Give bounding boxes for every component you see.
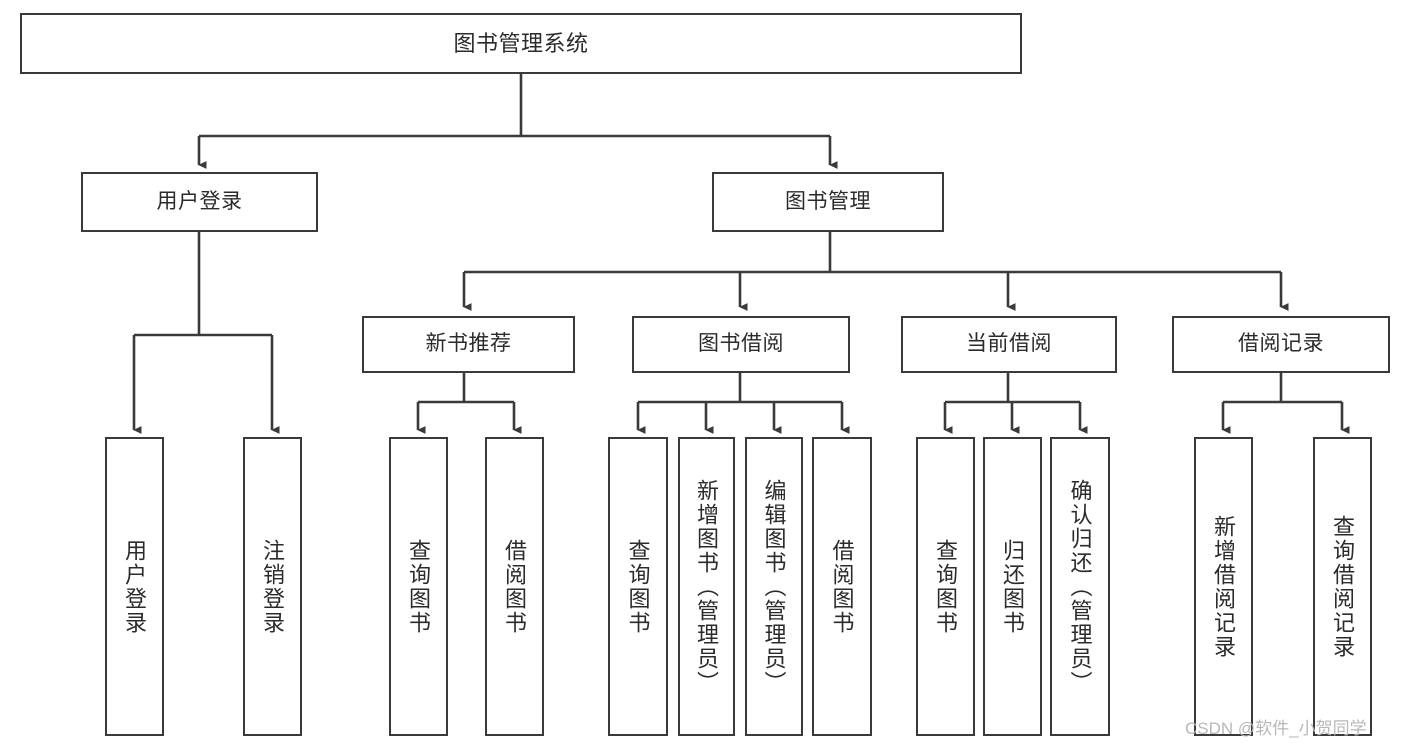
- node-leaf-user-login[interactable]: 用户登录: [105, 437, 164, 736]
- node-label: 图书管理系统: [453, 30, 589, 56]
- node-leaf-edit-book-admin[interactable]: 编辑图书（管理员）: [745, 437, 803, 736]
- node-label: 查询图书: [933, 538, 959, 635]
- node-label: 借阅图书: [502, 538, 528, 635]
- node-leaf-query-book-recommend[interactable]: 查询图书: [389, 437, 448, 736]
- watermark-text: CSDN @软件_小贺同学: [1185, 719, 1367, 738]
- node-new-book-recommend[interactable]: 新书推荐: [362, 316, 575, 373]
- node-label: 确认归还（管理员）: [1067, 478, 1093, 695]
- node-current-borrow[interactable]: 当前借阅: [901, 316, 1117, 373]
- node-root-library-system[interactable]: 图书管理系统: [20, 13, 1022, 74]
- node-leaf-add-borrow-record[interactable]: 新增借阅记录: [1194, 437, 1253, 736]
- node-label: 注销登录: [260, 538, 286, 635]
- node-label: 查询借阅记录: [1330, 514, 1356, 659]
- node-book-borrow[interactable]: 图书借阅: [632, 316, 850, 373]
- node-label: 图书借阅: [698, 332, 784, 356]
- node-label: 新书推荐: [425, 332, 512, 356]
- node-label: 查询图书: [625, 538, 651, 635]
- node-user-login[interactable]: 用户登录: [81, 172, 318, 232]
- node-leaf-confirm-return-admin[interactable]: 确认归还（管理员）: [1050, 437, 1110, 736]
- node-label: 归还图书: [1000, 538, 1026, 635]
- node-leaf-query-borrow-record[interactable]: 查询借阅记录: [1313, 437, 1372, 736]
- node-label: 图书管理: [785, 189, 871, 213]
- node-book-management[interactable]: 图书管理: [712, 172, 944, 232]
- node-label: 查询图书: [406, 538, 432, 635]
- node-label: 借阅图书: [829, 538, 855, 635]
- node-leaf-borrow-book-recommend[interactable]: 借阅图书: [485, 437, 544, 736]
- node-label: 新增图书（管理员）: [694, 478, 720, 695]
- node-borrow-record[interactable]: 借阅记录: [1172, 316, 1390, 373]
- node-label: 用户登录: [122, 538, 148, 635]
- node-leaf-borrow-book[interactable]: 借阅图书: [812, 437, 872, 736]
- node-label: 编辑图书（管理员）: [761, 478, 787, 695]
- node-label: 新增借阅记录: [1211, 514, 1237, 659]
- node-label: 当前借阅: [966, 332, 1052, 356]
- node-leaf-query-book-current[interactable]: 查询图书: [916, 437, 975, 736]
- node-leaf-query-book-borrow[interactable]: 查询图书: [608, 437, 668, 736]
- node-leaf-logout[interactable]: 注销登录: [243, 437, 302, 736]
- node-label: 借阅记录: [1238, 332, 1324, 356]
- node-leaf-add-book-admin[interactable]: 新增图书（管理员）: [678, 437, 735, 736]
- node-label: 用户登录: [156, 189, 243, 213]
- node-leaf-return-book[interactable]: 归还图书: [983, 437, 1042, 736]
